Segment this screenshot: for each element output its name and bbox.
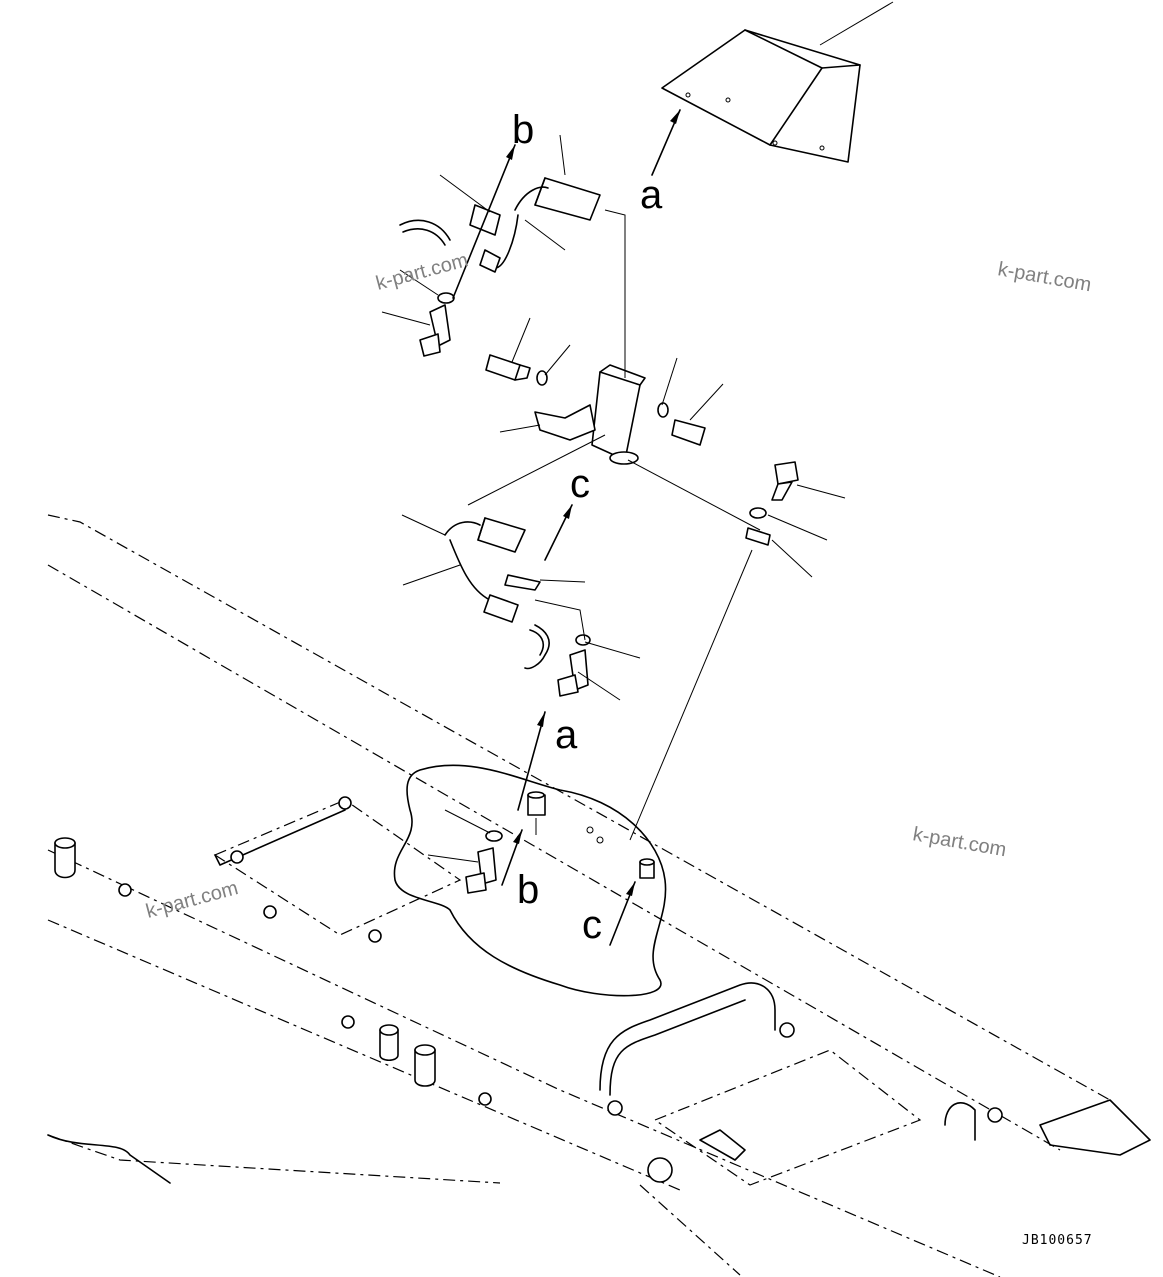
floor-plate-left — [54, 796, 492, 1106]
label-c-mid: c — [570, 462, 590, 506]
arrow-c-bottom: c — [582, 881, 636, 947]
watermark-1: k-part.com — [374, 249, 471, 295]
floor-plate-right — [599, 982, 1151, 1186]
arrow-b-top: b — [452, 108, 534, 299]
cover-plate — [661, 1, 894, 163]
watermark-4: k-part.com — [144, 877, 241, 923]
arrow-a-mid: a — [517, 711, 578, 811]
frame-rail-outlines — [47, 514, 1111, 1277]
detail-area-parts — [427, 791, 655, 894]
label-b-bottom: b — [517, 868, 539, 912]
watermark-3: k-part.com — [911, 823, 1008, 861]
drawing-code: JB100657 — [1022, 1233, 1093, 1248]
bracket — [467, 317, 761, 531]
label-c-bottom: c — [582, 903, 602, 947]
arrow-b-bottom: b — [501, 829, 539, 912]
watermark-2: k-part.com — [996, 258, 1093, 296]
detail-area-outline — [393, 764, 667, 997]
label-a-mid: a — [555, 713, 578, 757]
bolt-set-right — [629, 461, 846, 841]
label-b-top: b — [512, 108, 534, 152]
sensor-lower — [401, 514, 641, 701]
label-a-top: a — [640, 173, 663, 217]
arrow-c-mid: c — [544, 462, 590, 561]
arrow-a-top: a — [640, 109, 681, 217]
